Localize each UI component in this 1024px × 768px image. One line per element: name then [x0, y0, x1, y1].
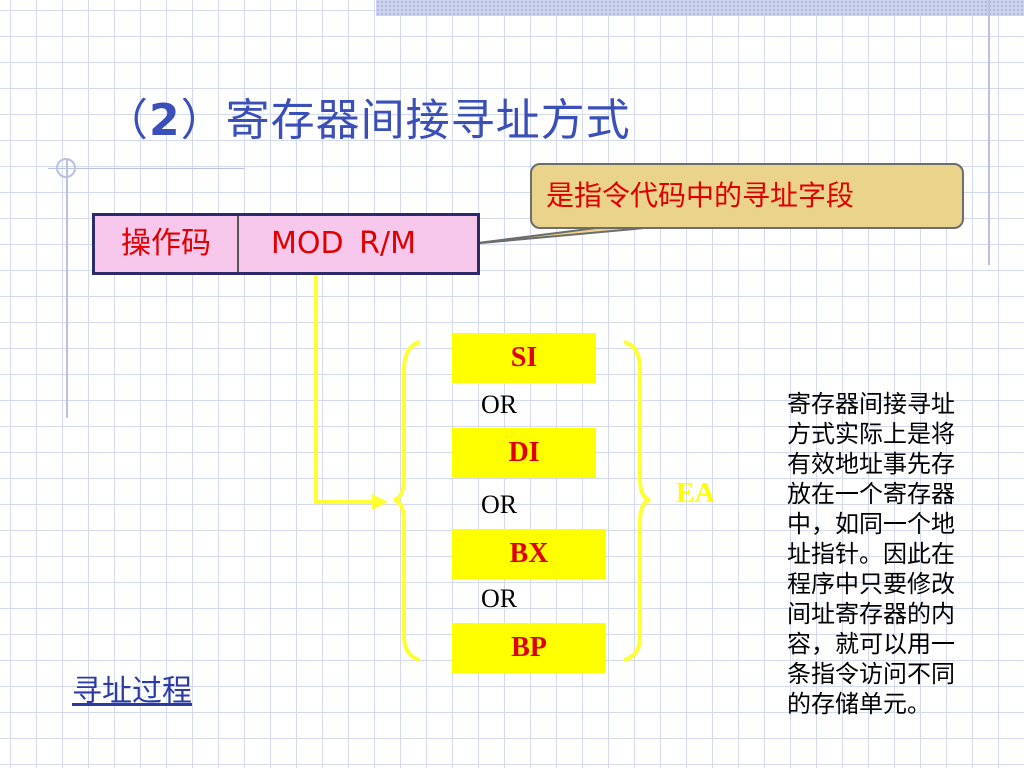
or-label-3: OR [481, 584, 518, 613]
title-number: 2 [149, 95, 181, 146]
description-line: 址指针。因此在 [787, 542, 955, 568]
description-line: 的存储单元。 [787, 692, 931, 718]
title-prefix: （ [104, 95, 149, 146]
right-brace [623, 340, 651, 662]
description-line: 放在一个寄存器 [787, 482, 955, 508]
flow-arrow-head [372, 494, 388, 510]
opcode-cell: 操作码 [95, 216, 239, 272]
description-line: 间址寄存器的内 [787, 602, 955, 628]
description-line: 程序中只要修改 [787, 572, 955, 598]
or-label-1: OR [481, 390, 518, 419]
decor-horizontal-line [48, 168, 244, 169]
callout-pointer [469, 226, 657, 245]
mod-rm-cell: MOD R/M [271, 226, 416, 261]
left-brace [393, 340, 421, 662]
description-line: 条指令访问不同 [787, 662, 955, 688]
register-bp: BP [452, 623, 606, 673]
ea-label: EA [676, 478, 715, 509]
decor-vertical-line-right [988, 0, 990, 265]
description-line: 寄存器间接寻址 [787, 392, 955, 418]
decor-vertical-line-left [66, 160, 68, 418]
opcode-format-box: 操作码 MOD R/M [92, 213, 480, 275]
description-line: 方式实际上是将 [787, 422, 955, 448]
description-text: 寄存器间接寻址 方式实际上是将 有效地址事先存 放在一个寄存器 中，如同一个地 … [787, 390, 992, 720]
description-line: 有效地址事先存 [787, 452, 955, 478]
slide-title: （2）寄存器间接寻址方式 [104, 84, 631, 148]
addressing-process-link[interactable]: 寻址过程 [72, 674, 192, 709]
top-decor-band [376, 0, 1024, 16]
description-line: 容，就可以用一 [787, 632, 955, 658]
register-di: DI [452, 428, 596, 478]
decor-ring [56, 158, 76, 178]
description-line: 中，如同一个地 [787, 512, 955, 538]
title-text: ）寄存器间接寻址方式 [180, 95, 631, 146]
register-si: SI [452, 333, 596, 383]
or-label-2: OR [481, 490, 518, 519]
flow-arrow-line [314, 275, 374, 504]
register-bx: BX [452, 529, 606, 579]
callout-box: 是指令代码中的寻址字段 [530, 163, 964, 229]
